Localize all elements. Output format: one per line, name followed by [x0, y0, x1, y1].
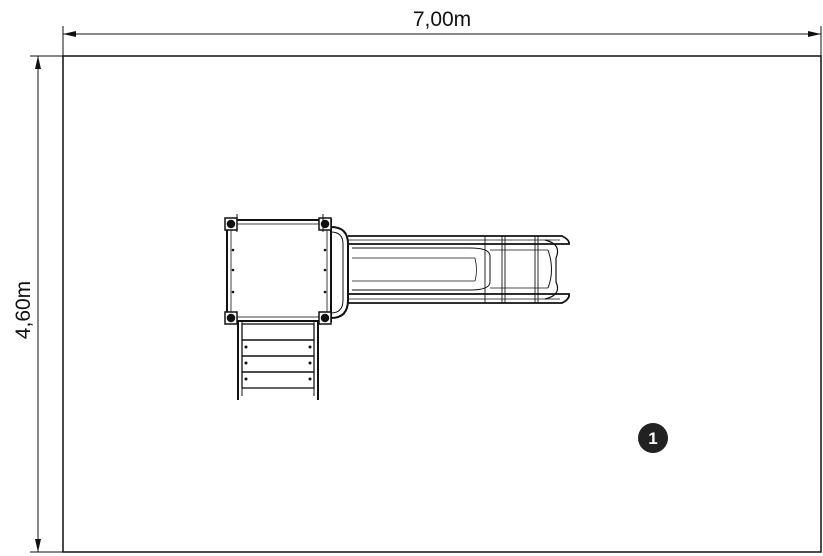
- height-dimension-label: 4,60m: [12, 281, 35, 339]
- corner-post: [224, 217, 332, 325]
- tower-platform: [224, 214, 332, 325]
- area-boundary: [62, 55, 822, 553]
- width-dimension-label: 7,00m: [413, 8, 471, 31]
- ladder: [237, 322, 319, 400]
- equipment-number-label: 1: [648, 429, 657, 448]
- slide: [330, 226, 571, 319]
- height-dimension: 4,60m: [12, 55, 63, 553]
- width-dimension: 7,00m: [62, 8, 822, 56]
- equipment-number-marker: 1: [638, 423, 668, 453]
